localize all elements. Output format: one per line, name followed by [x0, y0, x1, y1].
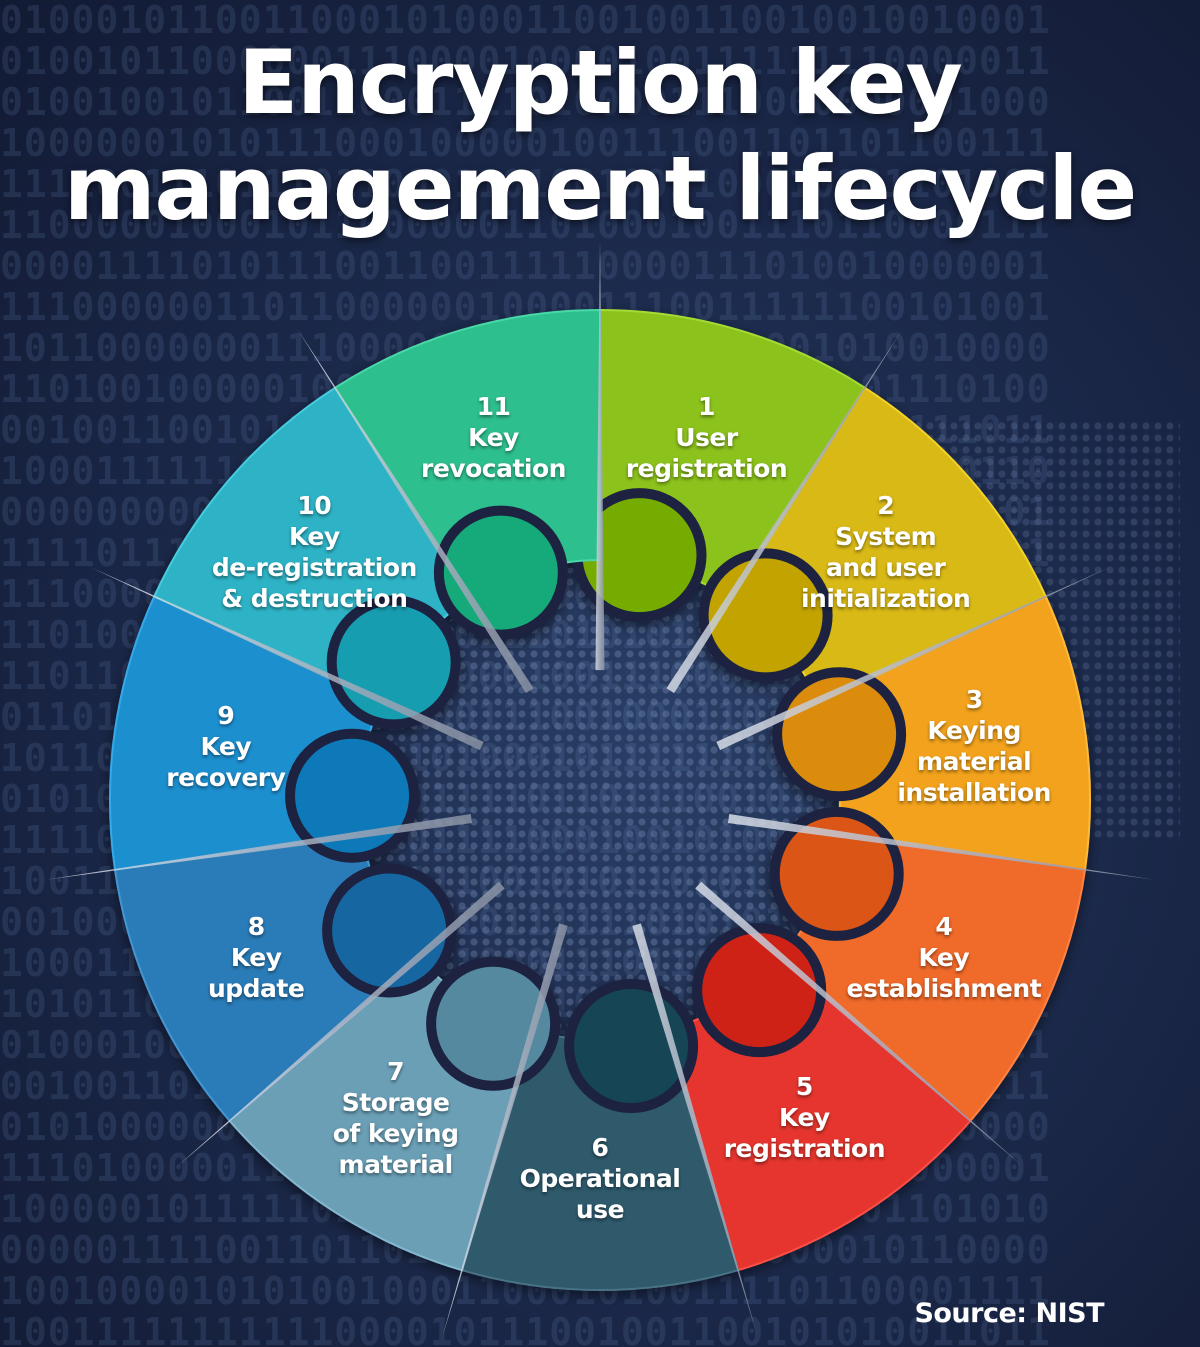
stage-segment-4 — [769, 806, 1087, 1123]
divider-spike — [716, 567, 1110, 751]
divider-spike — [90, 567, 484, 751]
stage-name-line: Key — [779, 1103, 830, 1133]
stage-name-line: System — [835, 522, 937, 552]
stage-segment-1 — [572, 308, 867, 623]
stage-name-line: of keying — [332, 1118, 459, 1148]
stage-number: 10 — [297, 491, 332, 521]
stage-segment-6 — [460, 979, 740, 1291]
world-map-dots-inner — [366, 566, 834, 1034]
stage-name-line: Key — [200, 731, 252, 761]
stage-number: 9 — [217, 700, 235, 730]
stage-name-line: establishment — [846, 973, 1042, 1003]
stage-name-line: material — [917, 747, 1032, 777]
stage-name-line: Operational — [519, 1163, 681, 1193]
divider-spike — [595, 240, 605, 671]
divider-spike — [632, 923, 758, 1338]
title-line-2: management lifecycle — [63, 137, 1137, 240]
stage-name-line: Storage — [341, 1087, 450, 1117]
stage-gear-tooth — [698, 548, 833, 683]
stage-name-line: registration — [723, 1134, 886, 1164]
divider-spike — [45, 813, 473, 880]
stage-segment-5 — [666, 923, 972, 1272]
stage-name-line: installation — [897, 778, 1051, 808]
stage-number: 2 — [877, 491, 895, 521]
divider-spike — [727, 813, 1155, 880]
stage-name-line: use — [575, 1194, 625, 1224]
stage-name-line: initialization — [800, 584, 971, 614]
stage-name-line: recovery — [166, 762, 286, 792]
stage-number: 6 — [591, 1132, 609, 1162]
stage-name-line: & destruction — [221, 584, 408, 614]
stage-segment-9 — [108, 595, 420, 871]
stage-name-line: User — [675, 422, 738, 452]
stage-number: 8 — [247, 911, 265, 941]
stage-number: 11 — [476, 391, 511, 421]
stage-gear-tooth — [285, 728, 420, 863]
source-credit: Source: NIST — [914, 1298, 1104, 1329]
title-line-1: Encryption key — [238, 31, 963, 134]
stage-name-line: Key — [230, 942, 282, 972]
stage-number: 7 — [387, 1056, 405, 1086]
divider-spike — [666, 328, 903, 694]
stage-name-line: de-registration — [211, 553, 418, 583]
stage-number: 1 — [698, 391, 715, 421]
divider-spike — [442, 923, 568, 1338]
stage-number: 3 — [965, 685, 983, 715]
stage-name-line: Keying — [927, 716, 1021, 746]
divider-spike — [176, 881, 505, 1167]
stage-name-line: revocation — [421, 453, 566, 483]
page-title: Encryption key management lifecycle — [0, 30, 1200, 242]
stage-name-line: Key — [288, 522, 340, 552]
stage-gear-tooth — [692, 923, 827, 1058]
stage-number: 5 — [795, 1072, 813, 1102]
stage-name-line: and user — [826, 553, 946, 583]
stage-name-line: material — [338, 1149, 454, 1179]
stage-name-line: Key — [918, 942, 970, 972]
divider-spike — [297, 328, 534, 694]
stage-segment-2 — [698, 386, 1048, 702]
divider-spike — [695, 881, 1024, 1167]
stage-gear-tooth — [769, 806, 904, 941]
stage-name-line: update — [207, 973, 305, 1003]
stage-name-line: Key — [468, 422, 519, 452]
stage-name-line: registration — [625, 453, 788, 483]
stage-number: 4 — [935, 911, 953, 941]
stage-segment-8 — [113, 833, 457, 1123]
